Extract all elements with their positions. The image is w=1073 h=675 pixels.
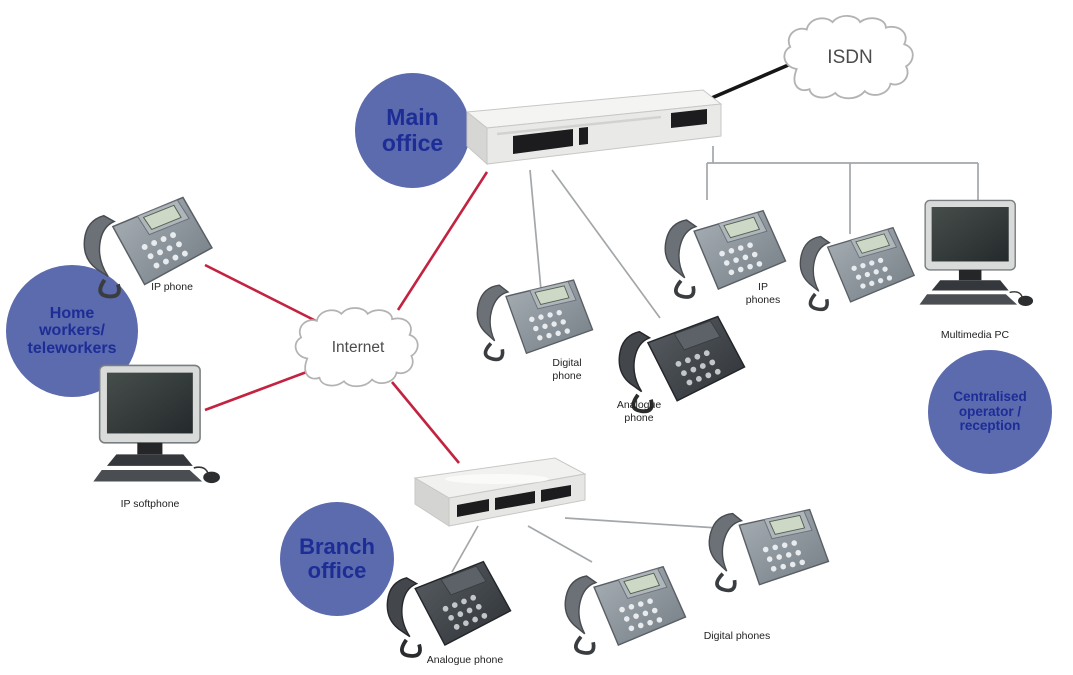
link-internet-ip-phone: [204, 263, 319, 324]
link-pbx-isdn: [699, 61, 794, 105]
internet-cloud-label: Internet: [331, 339, 385, 356]
branch-digital-phone-1-icon: [548, 548, 698, 660]
label-digital-phone: Digital phone: [552, 357, 582, 383]
link-branch-analogue-phone: [451, 525, 479, 573]
digital-phone-icon: [459, 256, 606, 371]
zone-branch-office: Branch office: [280, 502, 394, 616]
link-branch-digital-phone-1: [527, 525, 593, 563]
isdn-cloud-label: ISDN: [827, 47, 873, 68]
isdn-cloud: ISDN: [775, 12, 925, 104]
label-ip-phone: IP phone: [151, 281, 193, 293]
link-branch-digital-phone-2: [564, 517, 719, 529]
branch-analogue-phone-icon: [365, 540, 526, 667]
branch-pbx-icon: [405, 450, 595, 532]
main-pbx-icon: [455, 82, 727, 174]
link-pbx-analogue-phone: [551, 169, 661, 319]
internet-cloud: Internet: [288, 302, 428, 394]
branch-digital-phone-2-icon: [688, 483, 845, 605]
label-ip-softphone: IP softphone: [120, 498, 180, 510]
zone-main-office: Main office: [355, 73, 470, 188]
link-pbx-digital-phone: [529, 169, 542, 291]
link-internet-ip-softphone: [204, 368, 313, 412]
zone-centralised-operator: Centralised operator / reception: [928, 350, 1052, 474]
label-multimedia-pc: Multimedia PC: [940, 329, 1010, 341]
multimedia-pc-icon: [912, 196, 1034, 310]
link-internet-main-pbx: [396, 171, 489, 311]
zone-home-workers: Home workers/ teleworkers: [6, 265, 138, 397]
link-pbx-lan-bus: [707, 146, 978, 164]
label-analogue-phone-branch: Analogue phone: [426, 654, 504, 666]
label-digital-phones-branch: Digital phones: [703, 630, 771, 642]
link-internet-branch-pbx: [390, 381, 461, 464]
ip-softphone-pc-icon: [85, 360, 221, 488]
label-analogue-phone: Analogue phone: [616, 399, 662, 425]
label-ip-phones: IP phones: [745, 281, 781, 307]
